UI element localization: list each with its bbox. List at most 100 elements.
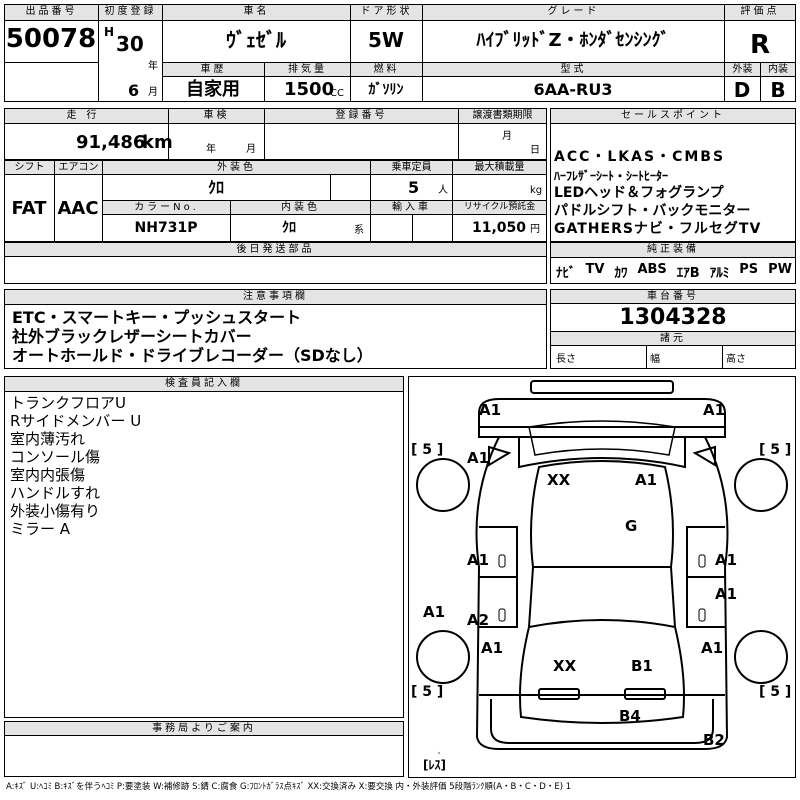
divider	[98, 4, 99, 102]
equipment-item: ｴｱB	[676, 266, 700, 281]
chassis-label: 車台番号	[550, 289, 796, 304]
exterior-label: 外装	[724, 62, 761, 77]
sales-point-5: GATHERSナビ・フルセグTV	[554, 221, 762, 237]
transfer-day: 日	[530, 145, 540, 156]
transfer-label: 譲渡書類期限	[458, 108, 547, 124]
car-outline	[416, 380, 788, 755]
tire-rear-right: [ 5 ]	[759, 684, 792, 700]
history-label: 車歴	[162, 62, 265, 77]
inspector-line: ミラー A	[10, 520, 71, 538]
mark-rear-right: A1	[701, 639, 724, 657]
later-parts-label: 後日発送部品	[4, 242, 547, 257]
load-label: 最大積載量	[452, 160, 547, 175]
reg-year: 30	[116, 32, 144, 56]
divider	[646, 345, 647, 369]
history: 自家用	[186, 79, 240, 100]
inspector-line: 室内内張傷	[10, 466, 86, 484]
door-label: ドア形状	[350, 4, 423, 21]
notes-label: 注意事項欄	[4, 289, 547, 305]
car-name: ｳﾞｪｾﾞﾙ	[226, 28, 286, 52]
office-label: 事務局よりご案内	[4, 721, 404, 736]
mark-roof-xx: XX	[547, 471, 571, 489]
equipment-item: ｶﾜ	[614, 266, 628, 281]
color-no-label: カラーNo.	[102, 200, 231, 215]
km-unit: km	[142, 132, 173, 153]
note-line-1: ETC・スマートキー・プッシュスタート	[12, 308, 302, 327]
reg-month: 6	[128, 81, 140, 100]
equipment-item: ﾅﾋﾞ	[556, 266, 576, 281]
divider	[724, 4, 725, 102]
ac: AAC	[57, 198, 99, 219]
tire-front-right: [ 5 ]	[759, 442, 792, 458]
sales-point-4: パドルシフト・バックモニター	[554, 203, 751, 219]
divider	[422, 4, 423, 102]
lot-number: 50078	[5, 24, 97, 54]
sales-point-3: LEDヘッド＆フォグランプ	[554, 185, 724, 201]
inspector-label: 検査員記入欄	[4, 376, 404, 392]
transfer-month: 月	[502, 131, 512, 142]
divider	[412, 200, 413, 242]
shift-label: シフト	[4, 160, 55, 175]
capacity-unit: 人	[438, 185, 448, 196]
mark-door-right-a1: A1	[715, 551, 738, 569]
mileage-label: 走行	[4, 108, 169, 124]
damage-diagram: A1 A1 A1 XX A1 G A1 A1 A1 A1 A2 A1 XX B1…	[408, 376, 796, 778]
yen-unit: 円	[530, 224, 540, 235]
inspector-line: 室内薄汚れ	[10, 430, 86, 448]
note-line-3: オートホールド・ドライブレコーダー（SDなし）	[12, 346, 373, 365]
month-unit: 月	[148, 87, 158, 98]
sales-point-1: ACC・LKAS・CMBS	[554, 149, 726, 165]
recycle-fee: 11,050	[472, 220, 527, 236]
sales-label: セールスポイント	[550, 108, 796, 124]
load-unit: kg	[530, 185, 543, 196]
ext-color: ｸﾛ	[207, 178, 224, 197]
equipment-item: ABS	[637, 262, 667, 277]
fuel: ｶﾞｿﾘﾝ	[368, 82, 404, 98]
int-color: ｸﾛ	[282, 220, 296, 236]
spare-tire: [ﾚｽ]	[423, 758, 446, 772]
mileage: 91,486	[76, 132, 146, 153]
divider	[330, 174, 331, 200]
divider	[162, 20, 163, 102]
divider	[230, 200, 231, 242]
inspection-year-unit: 年	[206, 144, 216, 155]
mark-front-left: A1	[479, 401, 502, 419]
grade: ﾊｲﾌﾞﾘｯﾄﾞZ・ﾎﾝﾀﾞｾﾝｼﾝｸﾞ	[476, 30, 670, 51]
mark-roof-a1: A1	[635, 471, 658, 489]
legend: A:ｷｽﾞ U:ﾍｺﾐ B:ｷｽﾞを伴うﾍｺﾐ P:要塗装 W:補修跡 S:錆 …	[6, 782, 572, 792]
tire-front-left: [ 5 ]	[411, 442, 444, 458]
equipment-item: PW	[768, 262, 792, 277]
equipment-label: 純正装備	[550, 242, 796, 258]
capacity: 5	[408, 178, 420, 197]
door-type: 5W	[368, 28, 404, 52]
import-label: 輸入車	[370, 200, 453, 215]
inspector-line: 外装小傷有り	[10, 502, 101, 520]
equipment-list: ﾅﾋﾞ TV ｶﾜ ABS ｴｱB ｱﾙﾐ PS PW	[556, 262, 792, 281]
inspector-line: トランクフロアU	[10, 394, 126, 412]
specs-label: 諸元	[550, 331, 796, 346]
model-label: 型式	[422, 62, 725, 77]
mark-door-left-a1: A1	[467, 551, 490, 569]
first-reg-label: 初度登録	[98, 4, 163, 21]
mark-center-g: G	[625, 517, 638, 535]
sales-point-2: ﾊｰﾌﾚｻﾞｰｼｰﾄ・ｼｰﾄﾋｰﾀｰ	[554, 169, 669, 183]
mark-front-right: A1	[703, 401, 726, 419]
inspection-label: 車検	[168, 108, 265, 124]
inspector-line: コンソール傷	[10, 448, 101, 466]
int-color-label: 内装色	[230, 200, 371, 215]
year-unit: 年	[148, 61, 158, 72]
divider	[4, 62, 98, 63]
mark-fender-right: A1	[715, 585, 738, 603]
car-name-label: 車名	[162, 4, 351, 21]
interior-label: 内装	[760, 62, 796, 77]
reg-number-label: 登録番号	[264, 108, 459, 124]
equipment-item: TV	[585, 262, 605, 277]
ext-color-label: 外装色	[102, 160, 371, 175]
score: R	[749, 30, 771, 60]
int-color-unit: 系	[354, 225, 364, 236]
equipment-item: ｱﾙﾐ	[709, 266, 730, 281]
divider	[350, 4, 351, 102]
mark-bumper-b4: B4	[619, 707, 641, 725]
era: H	[104, 25, 115, 39]
mark-rear-left: A1	[481, 639, 504, 657]
